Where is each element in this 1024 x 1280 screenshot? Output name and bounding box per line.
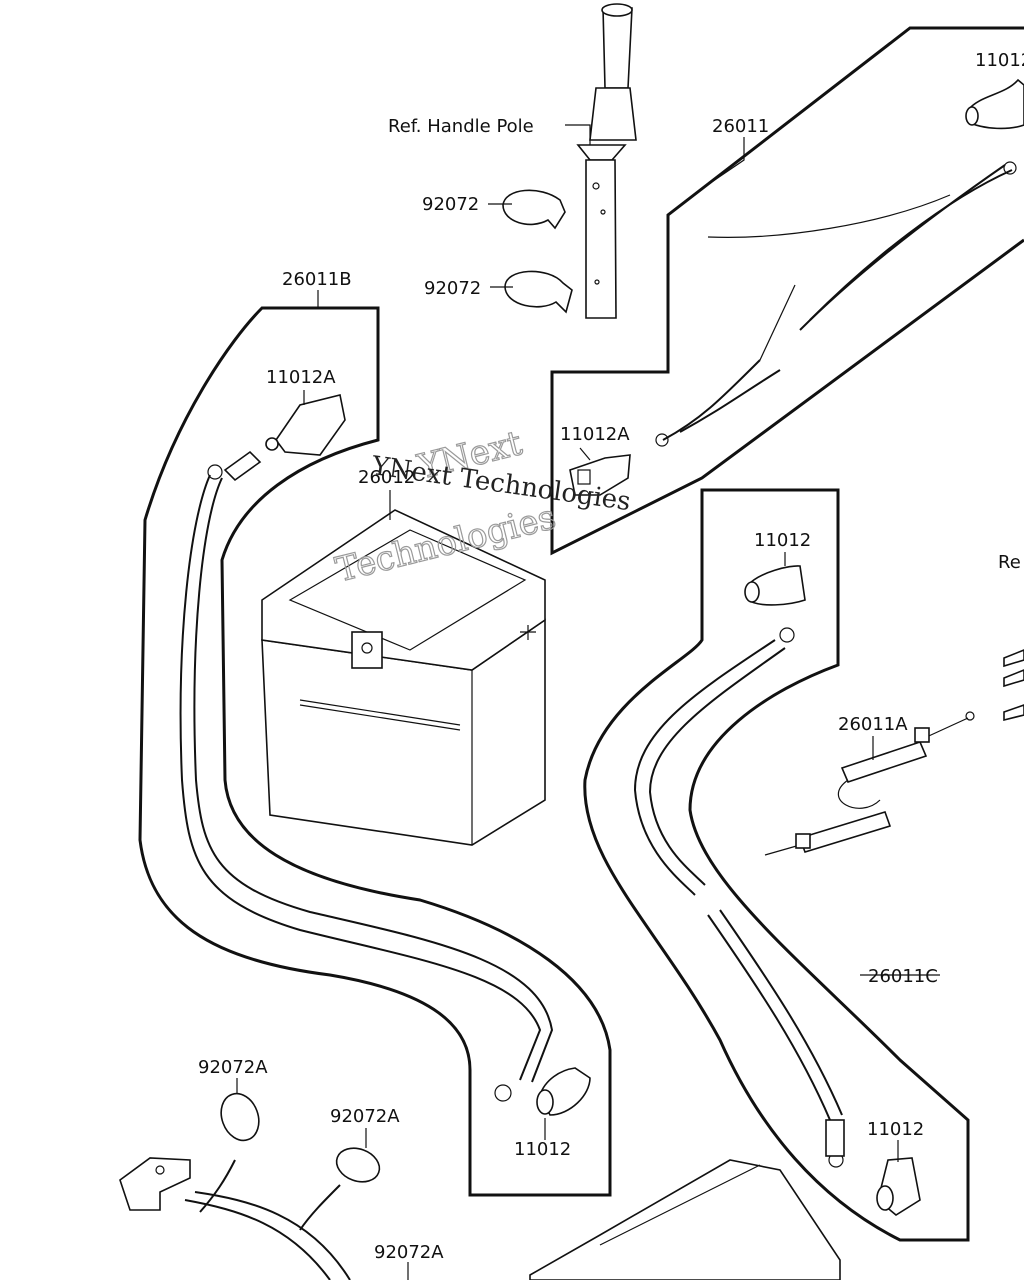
group-outline-top-cable — [550, 26, 1024, 556]
boot-11012A-left — [265, 394, 346, 456]
label-cable-26011: 26011 — [712, 116, 769, 137]
boot-11012-bottom-right — [876, 1157, 921, 1216]
label-boot-middle: 11012A — [560, 424, 630, 445]
clamp-lower — [504, 270, 573, 314]
label-boot-left: 11012A — [266, 367, 336, 388]
label-ref-right-edge: Re — [998, 552, 1021, 573]
label-lead-26011A: 26011A — [838, 714, 908, 735]
cable-26011B — [179, 450, 554, 1102]
label-boot-bottom-left: 11012 — [514, 1139, 571, 1160]
label-cable-26011C: 26011C — [868, 966, 938, 987]
label-band-2: 92072A — [330, 1106, 400, 1127]
watermark: YNext Technologies — [331, 423, 560, 592]
bottom-bracket — [119, 1157, 351, 1280]
cable-26011 — [655, 161, 1017, 447]
right-edge-parts — [1003, 649, 1024, 722]
label-boot-top-right: 11012 — [975, 50, 1024, 71]
boot-11012-top-right — [965, 78, 1024, 130]
cable-26011C — [633, 627, 845, 1168]
group-outline-right-cable — [583, 488, 970, 1242]
boot-11012-bottom-left — [536, 1067, 591, 1116]
label-boot-right-mid: 11012 — [754, 530, 811, 551]
label-clamp-lower: 92072 — [424, 278, 481, 299]
label-band-1: 92072A — [198, 1057, 268, 1078]
group-outline-left-cable — [138, 306, 612, 1197]
label-cable-26011B: 26011B — [282, 269, 352, 290]
bottom-right-bracket — [529, 1159, 841, 1280]
label-boot-bottom-right: 11012 — [867, 1119, 924, 1140]
label-band-3: 92072A — [374, 1242, 444, 1263]
lead-26011A — [764, 711, 975, 856]
boot-11012-right-mid — [744, 565, 806, 606]
leader-lines — [236, 124, 940, 1280]
battery-26012 — [261, 509, 546, 846]
boot-11012A-middle — [569, 454, 631, 496]
band-92072A-1 — [220, 1092, 260, 1142]
label-ref-handle-pole: Ref. Handle Pole — [388, 116, 534, 137]
clamp-upper — [502, 189, 566, 230]
label-clamp-upper: 92072 — [422, 194, 479, 215]
label-battery: 26012 — [358, 467, 415, 488]
handle-pole — [576, 3, 637, 319]
band-92072A-2 — [335, 1147, 381, 1183]
